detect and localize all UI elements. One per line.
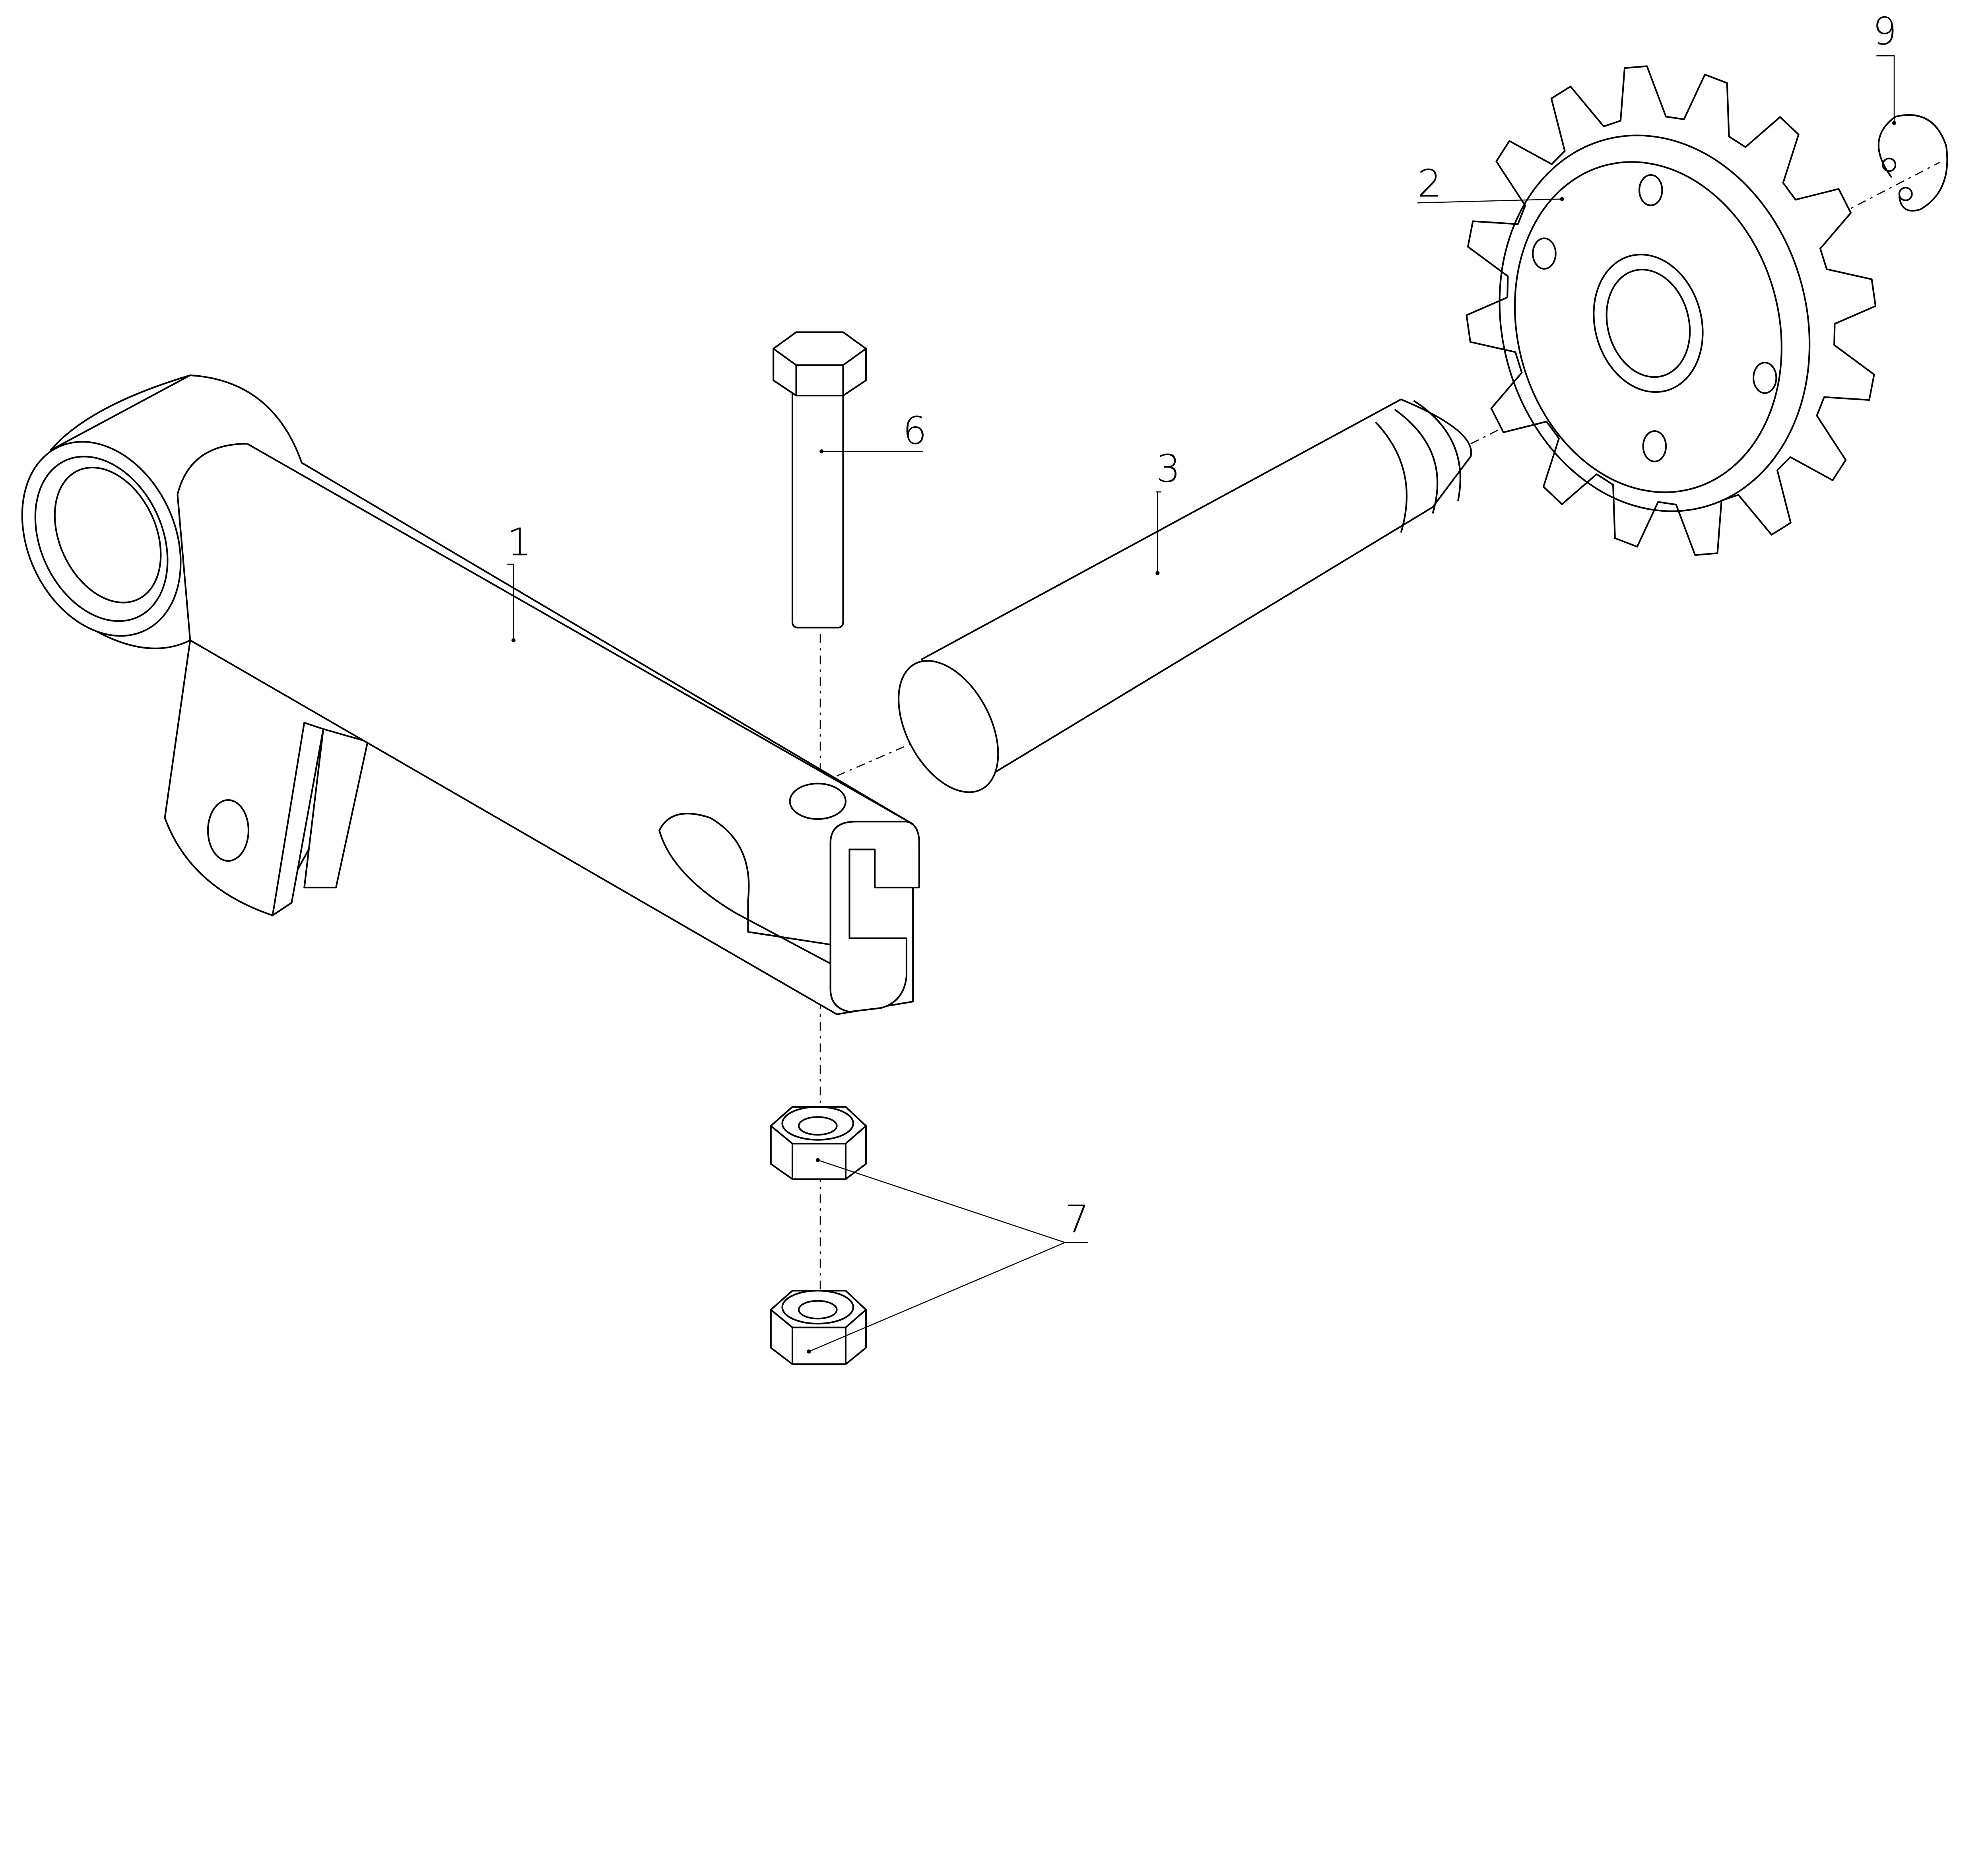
arm-fillet <box>177 443 247 495</box>
pin-body <box>921 398 1472 777</box>
sprocket-bolt-hole <box>1753 361 1777 394</box>
callout-7: 7 <box>807 1158 1089 1354</box>
callout-label: 1 <box>507 520 532 565</box>
part-7-nuts[interactable] <box>770 1106 867 1365</box>
arm-top-edge <box>50 374 190 451</box>
callout-label: 2 <box>1417 161 1442 206</box>
sprocket-bolt-hole <box>1642 430 1667 462</box>
arm-bushing-bore <box>54 466 162 604</box>
callout-6: 6 <box>819 408 927 454</box>
arm-bushing-outer <box>21 441 182 637</box>
arm-bushing-ring <box>34 456 169 622</box>
pin-end-face <box>897 660 999 793</box>
sprocket-hub-plate <box>1499 134 1811 512</box>
bolt-head-facets <box>773 348 867 396</box>
sprocket-bolt-hole <box>1639 174 1663 206</box>
callout-1: 1 <box>507 520 532 643</box>
callout-label: 6 <box>903 408 927 453</box>
sprocket-hub-inner <box>1514 161 1782 493</box>
callout-2: 2 <box>1417 161 1564 206</box>
arm-bracket-rib <box>303 728 369 889</box>
nut-upper <box>770 1106 867 1180</box>
arm-bolt-hole <box>789 782 846 820</box>
exploded-parts-drawing: 1 2 3 6 7 9 <box>0 9 1948 1365</box>
circlip-eye <box>1898 186 1913 201</box>
callout-label: 3 <box>1156 447 1180 491</box>
bolt-shank <box>791 379 844 629</box>
sprocket-bore <box>1606 269 1691 378</box>
pin-sprocket-axis-line <box>1470 367 1623 445</box>
arm-square-tube-end <box>829 821 920 1013</box>
part-6-bolt[interactable] <box>773 331 867 629</box>
arm-slot <box>658 813 831 965</box>
bolt-hex-head <box>773 331 867 396</box>
sprocket-bolt-hole <box>1532 237 1557 270</box>
circlip-ring <box>1877 114 1948 212</box>
part-2-sprocket[interactable] <box>1458 65 1877 556</box>
callout-3: 3 <box>1155 447 1180 575</box>
callout-label: 9 <box>1873 9 1897 54</box>
arm-tube-edge <box>247 443 913 825</box>
part-9-circlip[interactable] <box>1877 114 1948 212</box>
callout-9: 9 <box>1873 9 1897 125</box>
arm-body <box>27 374 914 1015</box>
callout-label: 7 <box>1065 1197 1089 1241</box>
nut-lower <box>770 1290 867 1365</box>
callouts: 1 2 3 6 7 9 <box>507 9 1897 1354</box>
arm-side-edge <box>177 494 191 641</box>
part-3-pin[interactable] <box>878 398 1472 809</box>
bracket-hole <box>207 799 250 862</box>
part-1-arm[interactable] <box>0 374 920 1015</box>
arm-bracket-edge <box>272 722 324 916</box>
circlip-eye <box>1882 157 1897 172</box>
pin-groove <box>1375 400 1461 533</box>
